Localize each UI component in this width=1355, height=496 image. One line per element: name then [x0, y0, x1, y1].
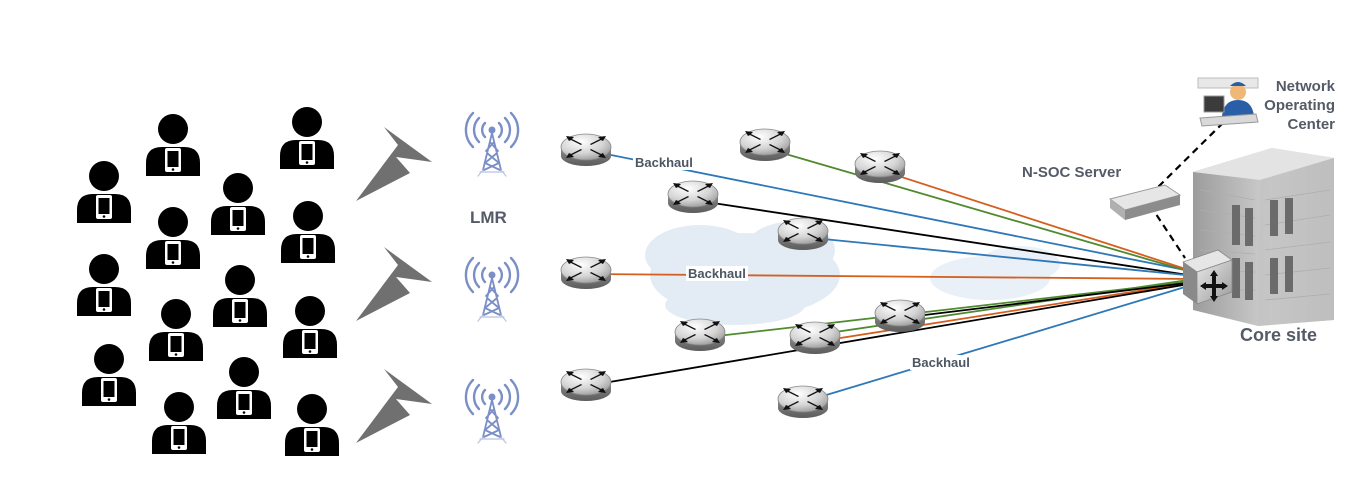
person-icon [283, 296, 337, 358]
router-icon [674, 318, 726, 352]
nsoc-server-label: N-SOC Server [1022, 164, 1122, 181]
backhaul-label: Backhaul [910, 355, 972, 370]
router-icon [560, 368, 612, 402]
router-icon [789, 321, 841, 355]
noc-label-line: Center [1287, 116, 1335, 133]
person-icon [217, 357, 271, 419]
lightning-icon [356, 247, 432, 321]
person-icon [211, 173, 265, 235]
core-building-icon [1193, 148, 1334, 326]
router-icon [777, 217, 829, 251]
person-icon [146, 207, 200, 269]
router-icon [777, 385, 829, 419]
person-icon [77, 254, 131, 316]
person-icon [152, 392, 206, 454]
users-group [77, 107, 339, 456]
lightning-icon [356, 369, 432, 443]
lmr-tower-icon [464, 111, 520, 178]
router-icon [874, 299, 926, 333]
person-icon [285, 394, 339, 456]
lmr-label: LMR [470, 208, 507, 227]
person-icon [280, 107, 334, 169]
router-icon [560, 133, 612, 167]
person-icon [149, 299, 203, 361]
server-icon [1108, 184, 1182, 220]
noc-label: Network Operating Center [1255, 77, 1335, 134]
person-icon [77, 161, 131, 223]
person-icon [146, 114, 200, 176]
noc-operator-icon [1197, 77, 1259, 127]
management-links [1149, 113, 1233, 259]
person-icon [281, 201, 335, 263]
router-icon [667, 180, 719, 214]
noc-label-line: Operating [1264, 97, 1335, 114]
lmr-tower-icon [464, 256, 520, 323]
person-icon [82, 344, 136, 406]
person-icon [213, 265, 267, 327]
core-site-label: Core site [1240, 325, 1318, 345]
router-icon [854, 150, 906, 184]
backhaul-label: Backhaul [633, 155, 695, 170]
noc-label-line: Network [1275, 78, 1335, 95]
router-icon [739, 128, 791, 162]
backhaul-links [585, 147, 1196, 403]
backhaul-label: Backhaul [686, 266, 748, 281]
cloud-icon [930, 246, 1060, 300]
core-switch-icon [1182, 249, 1233, 305]
lmr-tower-icon [464, 378, 520, 445]
lightning-icon [356, 127, 432, 201]
router-icon [560, 256, 612, 290]
